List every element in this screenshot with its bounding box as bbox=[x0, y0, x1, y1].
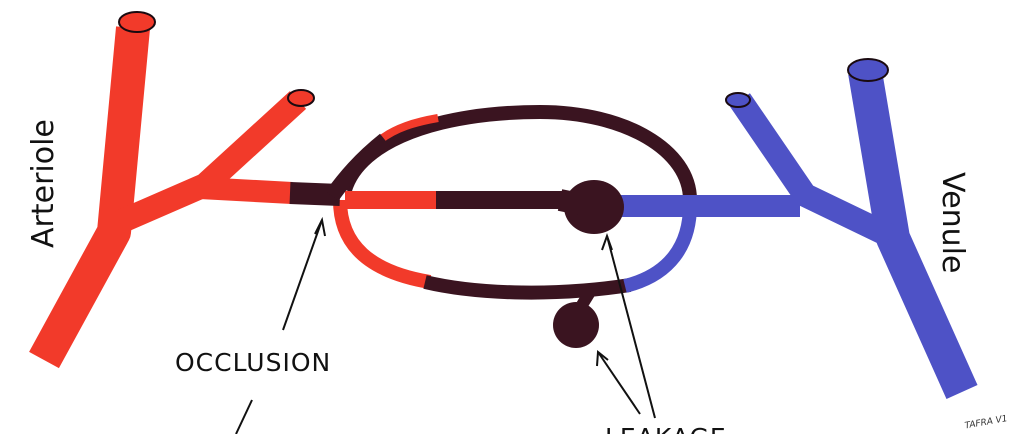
arteriole-vessel bbox=[44, 12, 314, 360]
arteriole-top-opening bbox=[119, 12, 155, 32]
occlusion-arrow-line bbox=[283, 220, 322, 330]
arteriole-branch-opening bbox=[288, 90, 314, 106]
leakage-arrow-small bbox=[598, 352, 640, 414]
venule-label: Venule bbox=[935, 172, 970, 273]
leakage-arrow-main-head bbox=[602, 236, 612, 250]
leakage-label: LEAKAGE bbox=[605, 423, 727, 434]
arteriole-to-capillary bbox=[200, 188, 292, 193]
lower-loop-dark-segment bbox=[425, 282, 630, 293]
venule-top-opening bbox=[848, 59, 888, 81]
lower-loop-blue-segment bbox=[625, 205, 690, 286]
arteriole-side-branch bbox=[120, 100, 298, 222]
venule-vessel bbox=[726, 59, 962, 392]
occlusion-label: OCCLUSION bbox=[175, 348, 331, 377]
leakage-pool-small bbox=[553, 302, 599, 348]
occlusion-lower-line bbox=[236, 400, 252, 434]
venule-branch-opening bbox=[726, 93, 750, 107]
occlusion-junction bbox=[332, 140, 385, 196]
upper-capillary-loop bbox=[345, 112, 690, 200]
arteriole-label: Arteriole bbox=[26, 119, 61, 248]
capillary-network bbox=[290, 112, 800, 348]
leakage-neck bbox=[560, 200, 580, 204]
leakage-small-stalk bbox=[582, 292, 590, 305]
lower-loop-red-segment bbox=[340, 200, 430, 282]
leakage-arrow-main bbox=[607, 236, 655, 418]
artist-signature: TAFRA V1 bbox=[964, 414, 1008, 431]
